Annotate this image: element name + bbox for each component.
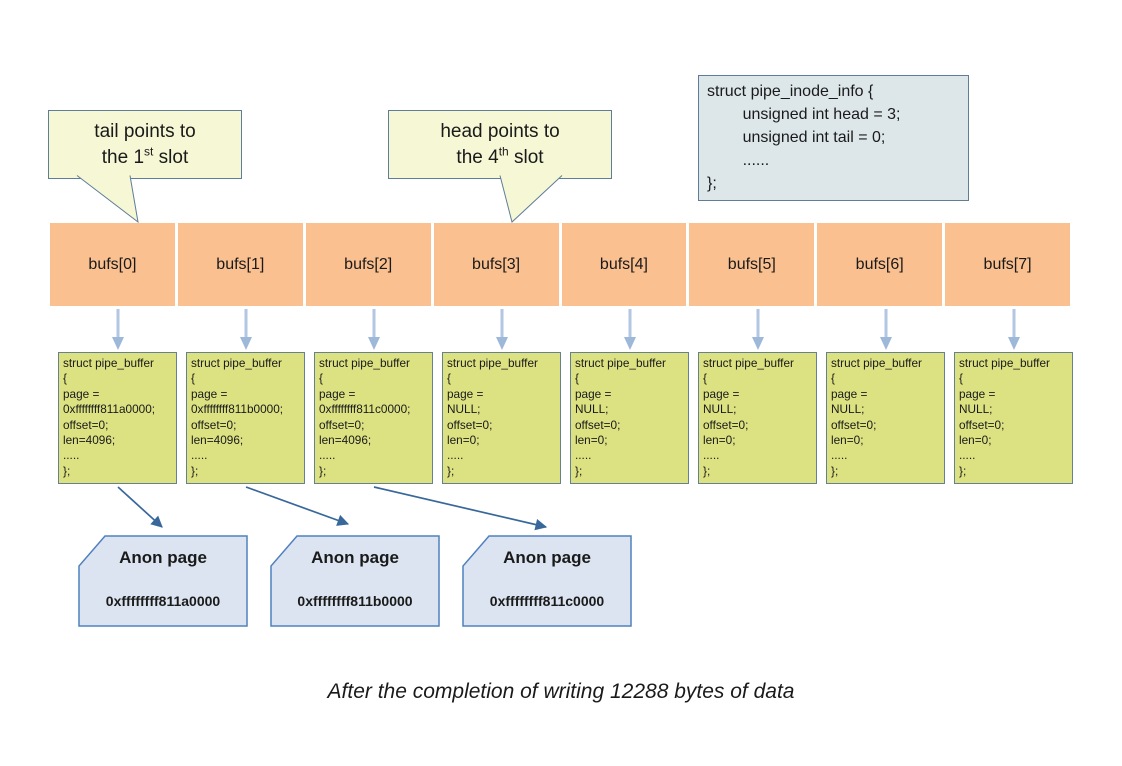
anon-page-shape: [78, 535, 248, 627]
callout-tail-ordinal: st: [144, 144, 154, 159]
anon-page-card-0: Anon page 0xffffffff811a0000: [78, 535, 248, 627]
anon-page-card-2: Anon page 0xffffffff811c0000: [462, 535, 632, 627]
pipe-buffer-box-7: struct pipe_buffer { page = NULL; offset…: [954, 352, 1073, 484]
anon-page-card-1: Anon page 0xffffffff811b0000: [270, 535, 440, 627]
ring-slot-7: bufs[7]: [945, 223, 1070, 306]
callout-head-line2-pre: the 4: [456, 146, 499, 168]
slot-to-buffer-arrows: [116, 309, 1016, 338]
pipe-buffer-box-1: struct pipe_buffer { page = 0xffffffff81…: [186, 352, 305, 484]
pipe-buffer-box-4: struct pipe_buffer { page = NULL; offset…: [570, 352, 689, 484]
anon-page-title: Anon page: [503, 548, 591, 567]
anon-page-address: 0xffffffff811b0000: [297, 593, 413, 609]
slot-label: bufs[7]: [983, 255, 1032, 273]
pipe-inode-info-box: struct pipe_inode_info { unsigned int he…: [698, 75, 969, 201]
slot-label: bufs[5]: [727, 255, 776, 273]
pipe-ring-buffer: bufs[0] bufs[1] bufs[2] bufs[3] bufs[4] …: [50, 223, 1070, 306]
anon-page-shape: [270, 535, 440, 627]
ring-slot-5: bufs[5]: [689, 223, 815, 306]
anon-page-title: Anon page: [119, 548, 207, 567]
pipe-buffer-box-3: struct pipe_buffer { page = NULL; offset…: [442, 352, 561, 484]
ring-slot-1: bufs[1]: [177, 223, 303, 306]
anon-page-title: Anon page: [311, 548, 399, 567]
anon-page-address: 0xffffffff811a0000: [105, 593, 221, 609]
ring-slot-3: bufs[3]: [433, 223, 559, 306]
pipe-buffer-box-5: struct pipe_buffer { page = NULL; offset…: [698, 352, 817, 484]
ring-slot-2: bufs[2]: [305, 223, 431, 306]
pipe-buffer-box-6: struct pipe_buffer { page = NULL; offset…: [826, 352, 945, 484]
anon-page-address: 0xffffffff811c0000: [489, 593, 605, 609]
callout-head-pointer: [499, 175, 563, 223]
slot-label: bufs[4]: [599, 255, 648, 273]
slot-label: bufs[0]: [88, 255, 137, 273]
callout-tail-pointer: [76, 175, 139, 224]
pipe-buffer-box-2: struct pipe_buffer { page = 0xffffffff81…: [314, 352, 433, 484]
caption: After the completion of writing 12288 by…: [327, 680, 795, 703]
callout-head: head points to the 4th slot: [388, 110, 612, 179]
slot-label: bufs[3]: [472, 255, 521, 273]
pipe-buffer-box-0: struct pipe_buffer { page = 0xffffffff81…: [58, 352, 177, 484]
callout-tail-line2-pre: the 1: [101, 146, 145, 168]
anon-page-shape: [462, 535, 632, 627]
slot-to-buffer-arrowheads: [112, 337, 1020, 350]
slot-label: bufs[6]: [855, 255, 904, 273]
ring-slot-0: bufs[0]: [50, 223, 175, 306]
callout-head-line2-post: slot: [508, 146, 544, 168]
callout-tail-line1: tail points to: [94, 120, 196, 142]
callout-tail: tail points to the 1st slot: [48, 110, 242, 179]
callout-head-line1: head points to: [440, 120, 560, 142]
callout-head-line2: the 4th slot: [456, 145, 543, 171]
ring-slot-6: bufs[6]: [817, 223, 943, 306]
callout-tail-line2: the 1st slot: [102, 145, 188, 171]
callout-head-ordinal: th: [498, 144, 509, 159]
buffer-to-page-arrows: [117, 486, 548, 531]
ring-slot-4: bufs[4]: [561, 223, 687, 306]
slot-label: bufs[1]: [216, 255, 265, 273]
slot-label: bufs[2]: [344, 255, 393, 273]
callout-tail-line2-post: slot: [153, 146, 189, 168]
